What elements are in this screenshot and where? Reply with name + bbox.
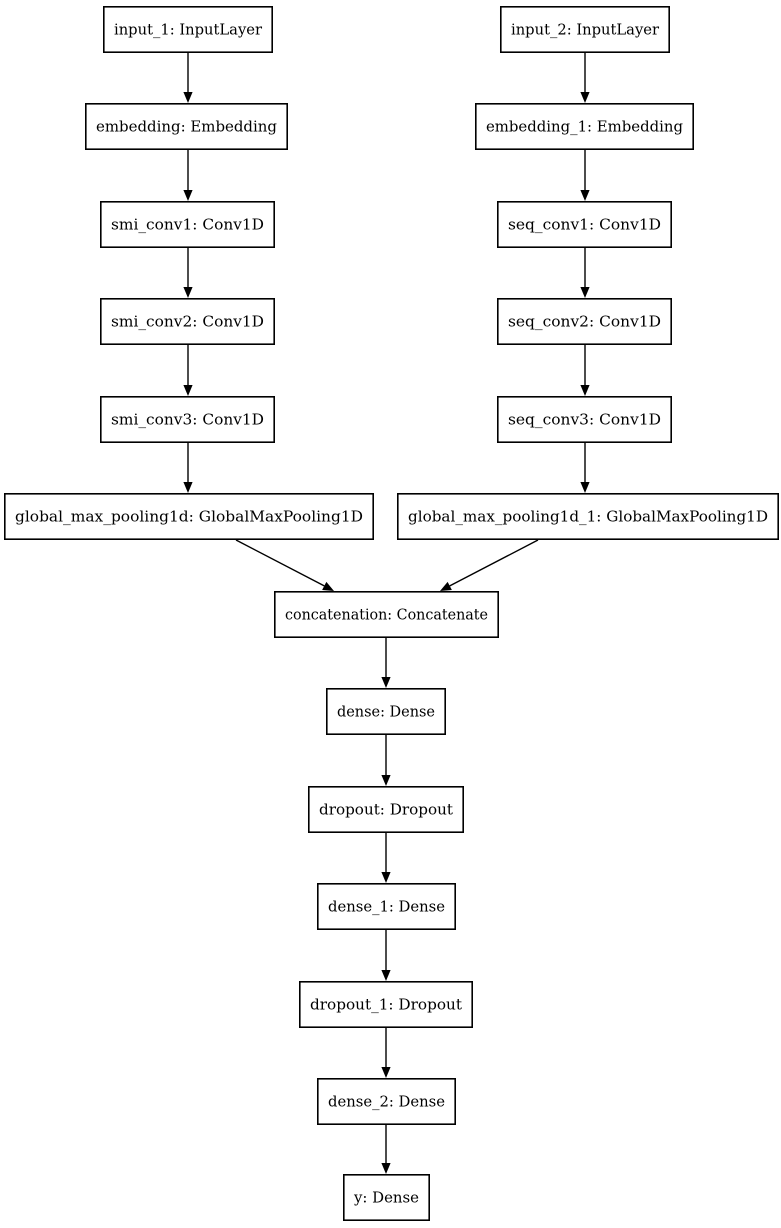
node-seq_conv1[interactable]: seq_conv1: Conv1D [496,201,672,249]
node-box-input_2[interactable] [499,6,670,54]
edge-dense-to-dropout [381,735,391,786]
node-smi_conv2[interactable]: smi_conv2: Conv1D [100,297,275,345]
edge-seq_conv3-to-global_max_pooling1d_1 [580,443,590,493]
node-label-seq_conv2: seq_conv2: Conv1D [508,313,661,331]
node-label-smi_conv3: smi_conv3: Conv1D [111,411,264,429]
node-dense_1[interactable]: dense_1: Dense [316,882,456,930]
edge-embedding_1-to-seq_conv1 [580,150,590,201]
node-global_max_pooling1d_1[interactable]: global_max_pooling1d_1: GlobalMaxPooling… [396,492,779,540]
node-global_max_pooling1d[interactable]: global_max_pooling1d: GlobalMaxPooling1D [4,492,374,540]
node-dropout[interactable]: dropout: Dropout [307,785,464,833]
node-box-y[interactable] [342,1174,430,1222]
node-label-dropout_1: dropout_1: Dropout [310,996,462,1014]
edge-smi_conv3-to-global_max_pooling1d [183,443,193,493]
node-box-smi_conv3[interactable] [100,395,275,443]
node-label-embedding: embedding: Embedding [96,118,277,136]
node-box-embedding_1[interactable] [474,103,694,151]
node-box-smi_conv1[interactable] [100,201,275,249]
node-box-dense_2[interactable] [316,1078,456,1126]
edge-input_1-to-embedding [183,53,193,103]
node-label-smi_conv1: smi_conv1: Conv1D [111,216,264,234]
node-label-concatenation: concatenation: Concatenate [285,606,488,624]
edge-global_max_pooling1d_1-to-concatenation [440,539,539,591]
node-box-seq_conv2[interactable] [496,297,672,345]
node-label-dense: dense: Dense [337,703,435,721]
edge-seq_conv1-to-seq_conv2 [580,248,590,298]
edge-input_2-to-embedding_1 [580,53,590,103]
node-concatenation[interactable]: concatenation: Concatenate [273,590,499,638]
edge-layer [183,53,590,1174]
node-label-global_max_pooling1d_1: global_max_pooling1d_1: GlobalMaxPooling… [408,508,768,526]
node-box-input_1[interactable] [103,6,273,54]
node-embedding_1[interactable]: embedding_1: Embedding [474,103,694,151]
node-box-seq_conv1[interactable] [496,201,672,249]
edge-dropout_1-to-dense_2 [381,1028,391,1078]
node-label-y: y: Dense [353,1189,419,1207]
node-box-dense[interactable] [325,687,446,735]
node-input_1[interactable]: input_1: InputLayer [103,6,273,54]
node-label-input_1: input_1: InputLayer [114,21,263,39]
node-box-global_max_pooling1d_1[interactable] [396,492,779,540]
edge-dense_1-to-dropout_1 [381,930,391,981]
edge-smi_conv1-to-smi_conv2 [183,248,193,298]
node-box-seq_conv3[interactable] [496,395,672,443]
node-input_2[interactable]: input_2: InputLayer [499,6,670,54]
node-box-dropout_1[interactable] [298,980,473,1028]
node-label-embedding_1: embedding_1: Embedding [486,118,683,136]
node-embedding[interactable]: embedding: Embedding [85,103,288,151]
node-layer: input_1: InputLayer input_2: InputLayer em… [4,6,779,1222]
node-dropout_1[interactable]: dropout_1: Dropout [298,980,473,1028]
node-seq_conv3[interactable]: seq_conv3: Conv1D [496,395,672,443]
node-box-embedding[interactable] [85,103,288,151]
node-smi_conv3[interactable]: smi_conv3: Conv1D [100,395,275,443]
node-box-global_max_pooling1d[interactable] [4,492,374,540]
edge-seq_conv2-to-seq_conv3 [580,345,590,396]
edge-dropout-to-dense_1 [381,833,391,883]
node-label-seq_conv3: seq_conv3: Conv1D [508,411,661,429]
node-label-dropout: dropout: Dropout [319,801,453,819]
edge-smi_conv2-to-smi_conv3 [183,345,193,396]
edge-dense_2-to-y [381,1125,391,1174]
node-dense_2[interactable]: dense_2: Dense [316,1078,456,1126]
node-dense[interactable]: dense: Dense [325,687,446,735]
node-box-dropout[interactable] [307,785,464,833]
node-box-concatenation[interactable] [273,590,499,638]
edge-global_max_pooling1d-to-concatenation [235,539,334,591]
node-label-input_2: input_2: InputLayer [511,21,660,39]
node-seq_conv2[interactable]: seq_conv2: Conv1D [496,297,672,345]
node-label-dense_2: dense_2: Dense [328,1093,445,1111]
edge-concatenation-to-dense [381,638,391,688]
node-label-global_max_pooling1d: global_max_pooling1d: GlobalMaxPooling1D [15,508,363,526]
node-box-dense_1[interactable] [316,882,456,930]
node-smi_conv1[interactable]: smi_conv1: Conv1D [100,201,275,249]
node-label-seq_conv1: seq_conv1: Conv1D [508,216,661,234]
edge-embedding-to-smi_conv1 [183,150,193,201]
node-label-dense_1: dense_1: Dense [328,898,445,916]
node-label-smi_conv2: smi_conv2: Conv1D [111,313,264,331]
node-y[interactable]: y: Dense [342,1174,430,1222]
node-box-smi_conv2[interactable] [100,297,275,345]
